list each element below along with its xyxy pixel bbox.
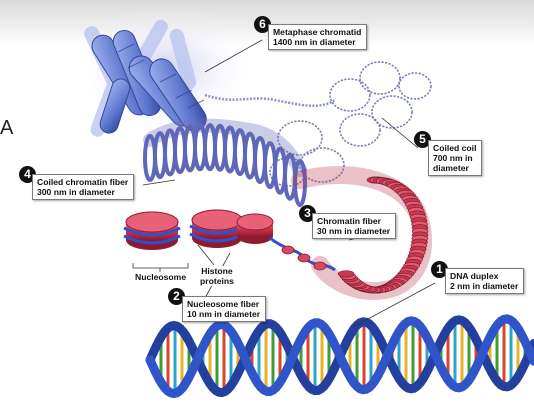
histone-label-line2: proteins xyxy=(200,276,234,286)
label-1-title: DNA duplex xyxy=(450,271,499,281)
nucleosome-label: Nucleosome xyxy=(133,272,189,282)
nucleosome-2 xyxy=(189,209,245,248)
coil-loop xyxy=(293,159,307,207)
label-1-detail: 2 nm in diameter xyxy=(450,281,519,291)
label-5-detail-1: 700 nm in xyxy=(433,153,473,163)
label-5-title: Coiled coil xyxy=(433,143,477,153)
small-nucleosomes xyxy=(281,245,327,271)
nucleosome-3 xyxy=(236,213,274,244)
step-badge-4: 4 xyxy=(19,166,36,183)
label-metaphase-chromatid: Metaphase chromatid 1400 nm in diameter xyxy=(268,24,368,50)
label-6-detail: 1400 nm in diameter xyxy=(273,37,356,47)
label-6-title: Metaphase chromatid xyxy=(273,27,362,37)
chromosome-bands xyxy=(117,43,205,109)
nucleosome-fiber xyxy=(123,209,336,272)
step-badge-3: 3 xyxy=(299,205,316,222)
step-badge-1: 1 xyxy=(431,261,448,278)
label-3-detail: 30 nm in diameter xyxy=(317,226,391,236)
nucleosome-1 xyxy=(123,211,181,250)
label-coiled-coil: Coiled coil 700 nm in diameter xyxy=(428,140,483,176)
step-badge-5: 5 xyxy=(414,131,431,148)
label-4-detail: 300 nm in diameter xyxy=(37,187,115,197)
chromatin-fiber xyxy=(337,176,429,294)
label-nucleosome-fiber: Nucleosome fiber 10 nm in diameter xyxy=(182,296,267,322)
dna-double-helix xyxy=(145,314,534,399)
label-dna-duplex: DNA duplex 2 nm in diameter xyxy=(445,268,525,294)
label-coiled-chromatin-fiber: Coiled chromatin fiber 300 nm in diamete… xyxy=(32,174,135,200)
side-letter: A xyxy=(0,117,14,139)
step-badge-2: 2 xyxy=(168,288,185,305)
label-2-detail: 10 nm in diameter xyxy=(187,309,261,319)
coiled-chromatin-fiber-track xyxy=(143,118,307,177)
histone-proteins-label: Histone proteins xyxy=(198,266,236,286)
dna-strand-front xyxy=(145,314,534,399)
label-2-title: Nucleosome fiber xyxy=(187,299,260,309)
coiled-chromatin-fiber xyxy=(143,123,307,207)
label-3-title: Chromatin fiber xyxy=(317,216,381,226)
metaphase-chromosome xyxy=(91,29,207,134)
label-5-detail-2: diameter xyxy=(433,163,469,173)
chromatid-fiber xyxy=(204,93,336,108)
histone-label-line1: Histone xyxy=(201,266,233,276)
fiber-nucleosome xyxy=(337,270,355,278)
step-badge-6: 6 xyxy=(254,16,271,33)
label-4-title: Coiled chromatin fiber xyxy=(37,177,129,187)
label-chromatin-fiber: Chromatin fiber 30 nm in diameter xyxy=(312,213,397,239)
